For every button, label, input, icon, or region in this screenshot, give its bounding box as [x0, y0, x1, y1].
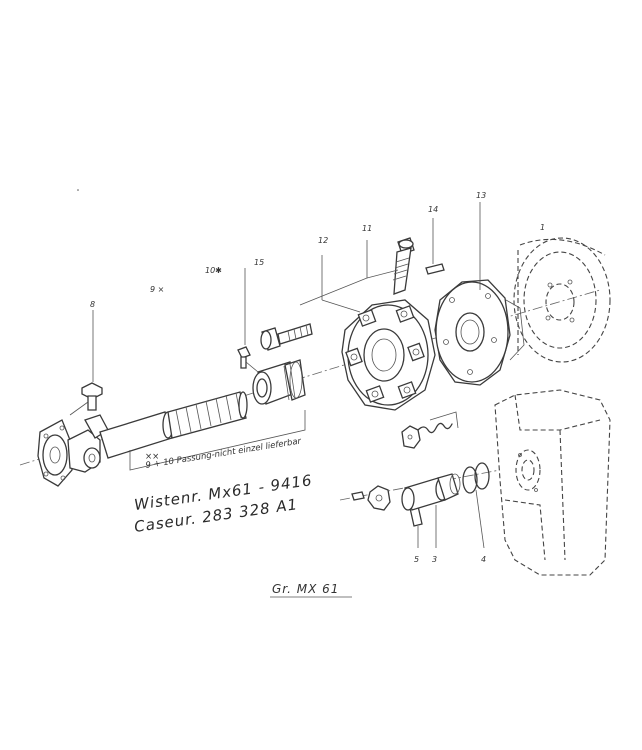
callout-10: 10✱: [205, 266, 222, 275]
note-text: 9 + 10 Passung-nicht einzel lieferbar: [145, 436, 302, 471]
note-marks: ××: [145, 452, 159, 462]
stray-mark: [77, 189, 79, 191]
callout-12: 12: [318, 236, 328, 245]
cap-screw: [260, 323, 313, 351]
callout-13: 13: [476, 191, 486, 200]
adapter-flange: [434, 202, 525, 386]
bolt-part-8: [69, 310, 103, 416]
callout-3: 3: [432, 555, 437, 564]
grease-nipple: [237, 268, 259, 373]
callout-5: 5: [414, 555, 419, 564]
drive-shaft: [37, 391, 306, 487]
sleeve-part-3: [401, 473, 461, 548]
vertical-screw: [299, 237, 415, 306]
o-rings: [462, 462, 490, 549]
callout-11: 11: [362, 224, 372, 233]
splined-hub: [252, 359, 306, 405]
callout-14: 14: [428, 205, 438, 214]
gearbox-housing: [494, 389, 611, 576]
callout-labels: 8 9 × 10✱ 15 12 11 14 13 1 5 3 4: [90, 191, 545, 564]
callout-4: 4: [481, 555, 486, 564]
dowel-pin: [425, 218, 445, 275]
handwritten-part-numbers: Wistenr. Mx61 - 9416 Caseur. 283 328 A1: [133, 471, 314, 536]
callout-9: 9 ×: [150, 285, 164, 294]
fit-note: ×× 9 + 10 Passung-nicht einzel lieferbar: [145, 436, 302, 471]
callout-8: 8: [90, 300, 95, 309]
callout-1: 1: [540, 223, 545, 232]
spring-gear: [401, 411, 459, 449]
diagram-title: Gr. MX 61: [272, 582, 339, 596]
flywheel-housing: [513, 237, 611, 363]
sensor-gear: [351, 485, 423, 548]
elastic-coupling: [321, 255, 436, 411]
callout-15: 15: [254, 258, 264, 267]
center-axis: [19, 289, 601, 501]
group-title: Gr. MX 61: [270, 582, 352, 598]
